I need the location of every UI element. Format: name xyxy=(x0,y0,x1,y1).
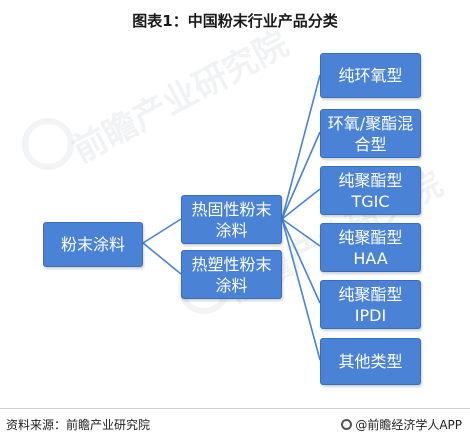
node-epoxy-polyester-hybrid: 环氧/聚酯混合型 xyxy=(320,109,421,158)
node-thermoset-powder: 热固性粉末涂料 xyxy=(181,195,282,244)
chart-title: 图表1：中国粉末行业产品分类 xyxy=(132,12,338,30)
node-label: 热固性粉末涂料 xyxy=(191,199,272,240)
node-polyester-haa: 纯聚酯型HAA xyxy=(320,223,421,272)
connector-thermoset-to-ipdi xyxy=(281,218,321,304)
node-label: 纯环氧型 xyxy=(338,66,403,85)
node-label: 环氧/聚酯混合型 xyxy=(327,113,414,154)
node-polyester-tgic: 纯聚酯型TGIC xyxy=(320,166,421,215)
node-label: 粉末涂料 xyxy=(60,235,125,254)
node-thermoplastic-powder: 热塑性粉末涂料 xyxy=(181,250,282,299)
connector-root-to-thermoset xyxy=(142,218,182,244)
node-other-types: 其他类型 xyxy=(320,338,421,385)
node-label: 纯聚酯型HAA xyxy=(338,227,403,268)
node-powder-coating: 粉末涂料 xyxy=(43,222,143,267)
connector-thermoset-to-haa xyxy=(281,218,321,247)
node-label: 其他类型 xyxy=(338,352,403,371)
brand-logo-icon xyxy=(341,419,353,430)
node-label: 纯聚酯型TGIC xyxy=(338,170,403,211)
footer-brand-text: @前瞻经济学人APP xyxy=(355,418,462,432)
connector-root-to-thermoplastic xyxy=(142,242,182,275)
node-label: 热塑性粉末涂料 xyxy=(191,254,272,295)
footer-source: 资料来源：前瞻产业研究院 xyxy=(6,418,151,432)
node-pure-epoxy: 纯环氧型 xyxy=(320,53,421,98)
node-label: 纯聚酯型IPDI xyxy=(338,284,403,325)
connector-thermoset-to-hybrid xyxy=(281,131,321,220)
connector-thermoset-to-tgic xyxy=(281,188,321,220)
connector-thermoset-to-other xyxy=(281,218,321,361)
node-polyester-ipdi: 纯聚酯型IPDI xyxy=(320,280,421,329)
footer-brand: @前瞻经济学人APP xyxy=(341,416,462,433)
connector-thermoset-to-epoxy xyxy=(281,74,321,220)
footer-divider xyxy=(0,408,470,409)
